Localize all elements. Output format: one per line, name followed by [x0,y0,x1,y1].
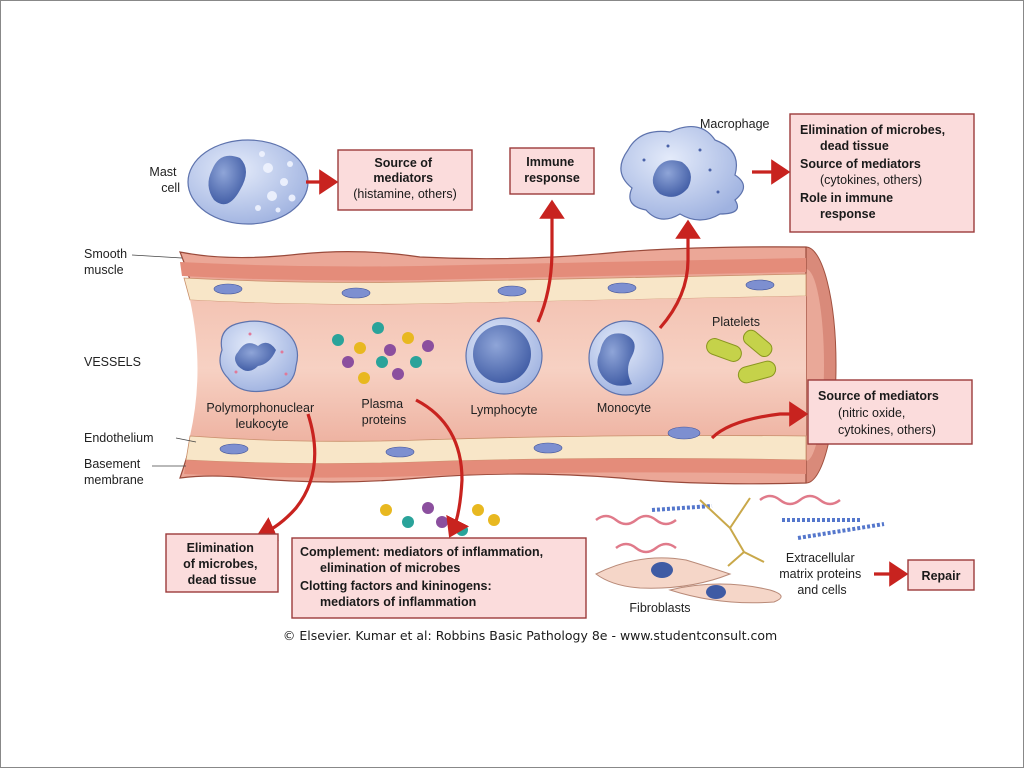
extracellular-matrix-fibers [595,494,885,567]
pmn-cell [219,320,299,393]
plasma-proteins-label: Plasma proteins [361,397,406,427]
platelets-shapes [706,329,777,384]
immune-response-text: Immune response [524,155,580,185]
macrophage-label: Macrophage [700,117,770,131]
lymphocyte-label: Lymphocyte [471,403,538,417]
arrow-plasma-to-complement [415,398,470,538]
arrow-monocyte-to-macrophage [658,219,701,330]
pmn-label: Polymorphonuclear leukocyte [206,401,317,431]
endothelium-source-text: Source of mediators (nitric oxide, cytok… [818,389,942,437]
endothelium-source-box [807,379,973,445]
copyright-credit: © Elsevier. Kumar et al: Robbins Basic P… [283,628,777,643]
complement-box [291,537,587,619]
macrophage-roles-text: Elimination of microbes, dead tissue Sou… [800,123,949,221]
smooth-muscle-label: Smooth muscle [84,247,131,277]
platelets-label: Platelets [712,315,760,329]
ecm-label: Extracellular matrix proteins and cells [779,551,864,597]
pmn-elimination-text: Elimination of microbes, dead tissue [183,541,261,587]
immune-response-box [509,147,595,195]
pointer-lines [131,254,197,467]
arrows [256,159,909,587]
basement-membrane-band [184,458,806,478]
arrow-lymphocyte-to-immune [536,199,565,323]
fibroblasts-label: Fibroblasts [629,601,690,615]
arrow-endothelium-to-source [710,401,809,440]
macrophage-roles-box [789,113,975,233]
fibroblast-cells [595,557,782,604]
repair-text: Repair [922,569,961,583]
macrophage-cell [620,125,745,221]
endothelial-nuclei [213,279,775,458]
complement-text: Complement: mediators of inflammation, e… [300,545,547,609]
repair-box [907,559,975,591]
arrow-pmn-to-elimination [256,413,317,541]
smooth-muscle-band [180,258,806,281]
mast-source-text: Source of mediators (histamine, others) [353,156,457,201]
pmn-elimination-box [165,533,279,593]
mast-cell [187,139,309,225]
monocyte-cell [588,320,664,396]
mast-cell-label: Mast cell [149,165,180,195]
monocyte-label: Monocyte [597,401,651,415]
vessels-label: VESSELS [84,355,141,369]
lymphocyte-cell [465,317,543,395]
basement-membrane-label: Basement membrane [84,457,144,487]
mast-source-box [337,149,473,211]
plasma-protein-dots [332,322,434,384]
endothelium-label: Endothelium [84,431,154,445]
